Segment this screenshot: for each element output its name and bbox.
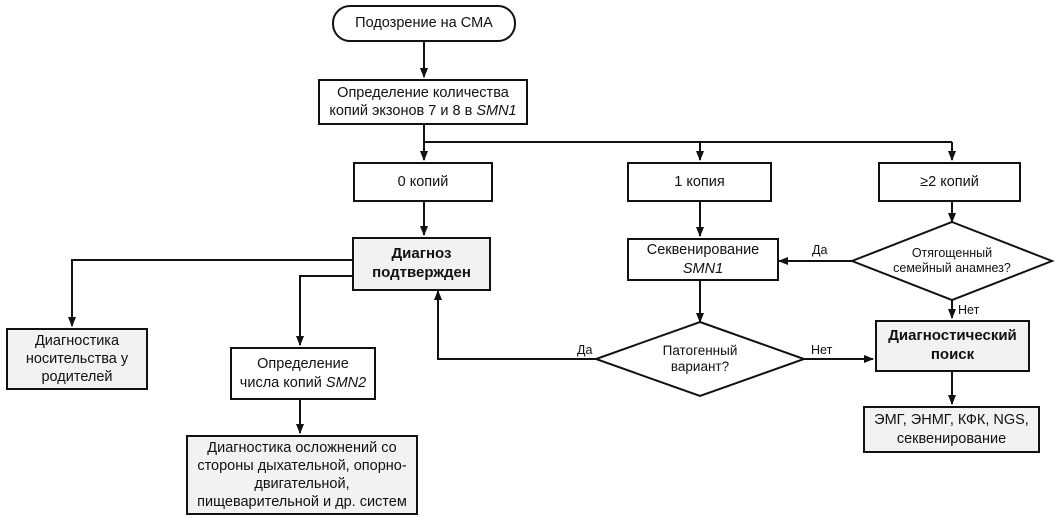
- copy-count-node: Определение количества копий экзонов 7 и…: [318, 79, 528, 125]
- pathogenic-variant-text: Патогенный вариант?: [662, 342, 738, 374]
- one-copy-node: 1 копия: [627, 162, 772, 202]
- complications-text: Диагностика осложнений со стороны дыхате…: [197, 439, 407, 511]
- pathogenic-yes-label: Да: [577, 343, 593, 357]
- tests-text: ЭМГ, ЭНМГ, КФК, NGS, секвенирование: [874, 412, 1029, 447]
- copy-count-gene: SMN1: [476, 103, 517, 119]
- diagnosis-confirmed-node: Диагноз подтвержден: [352, 237, 491, 291]
- diagnosis-confirmed-text: Диагноз подтвержден: [372, 245, 471, 281]
- zero-copies-text: 0 копий: [397, 173, 449, 190]
- two-plus-copies-node: ≥2 копий: [878, 162, 1021, 202]
- one-copy-text: 1 копия: [674, 173, 725, 190]
- diagnostic-search-node: Диагностический поиск: [875, 320, 1030, 372]
- family-history-text: Отягощенный семейный анамнез?: [893, 246, 1011, 275]
- pathogenic-no-label: Нет: [811, 343, 833, 357]
- tests-node: ЭМГ, ЭНМГ, КФК, NGS, секвенирование: [863, 406, 1040, 453]
- family-yes-label: Да: [812, 243, 828, 257]
- sequencing-gene: SMN1: [682, 260, 724, 277]
- copy-count-line2: копий экзонов 7 и 8 в: [329, 103, 477, 119]
- zero-copies-node: 0 копий: [353, 162, 493, 202]
- start-text: Подозрение на СМА: [355, 15, 493, 32]
- pathogenic-diamond: [593, 320, 807, 398]
- arrow-pathogenic-confirmed: [434, 290, 596, 360]
- sequencing-line1: Секвенирование: [646, 242, 760, 259]
- complications-node: Диагностика осложнений со стороны дыхате…: [186, 435, 418, 515]
- sequencing-node: Секвенирование SMN1: [627, 238, 779, 281]
- diagnostic-search-text: Диагностический поиск: [888, 327, 1017, 363]
- family-no-label: Нет: [958, 303, 980, 317]
- start-node: Подозрение на СМА: [332, 5, 516, 42]
- carrier-diagnosis-text: Диагностика носительства у родителей: [25, 332, 129, 386]
- smn2-line2: числа копий: [239, 374, 326, 391]
- family-diamond: [849, 220, 1055, 302]
- carrier-diagnosis-node: Диагностика носительства у родителей: [6, 328, 148, 390]
- copy-count-line1: Определение количества: [337, 84, 509, 101]
- smn2-gene: SMN2: [325, 374, 367, 391]
- two-plus-copies-text: ≥2 копий: [920, 173, 979, 190]
- arrow-confirmed-smn2: [296, 275, 354, 346]
- arrow-confirmed-carrier: [68, 259, 354, 327]
- smn2-count-node: Определение числа копий SMN2: [230, 347, 376, 400]
- smn2-line1: Определение: [257, 356, 349, 373]
